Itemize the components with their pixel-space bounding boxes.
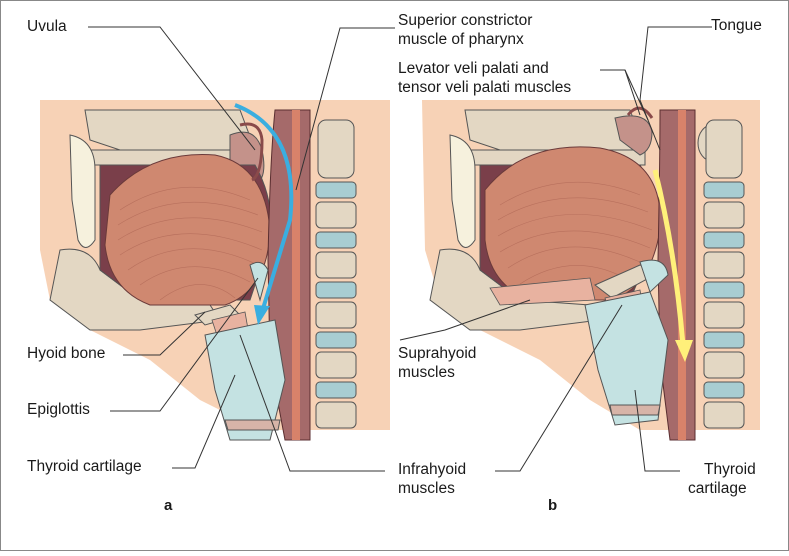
panel-letter-a: a [164,497,172,514]
label-levator-line1: Levator veli palati and [398,60,549,78]
label-epiglottis: Epiglottis [27,401,90,419]
label-hyoid-bone: Hyoid bone [27,345,105,363]
label-tongue: Tongue [711,17,762,35]
label-thyroid-b-line1: Thyroid [704,461,756,479]
label-uvula: Uvula [27,18,67,36]
panel-letter-b: b [548,497,557,514]
label-superior-constrictor-line2: muscle of pharynx [398,31,524,49]
label-levator-line2: tensor veli palati muscles [398,79,571,97]
label-superior-constrictor-line1: Superior constrictor [398,12,532,30]
label-suprahyoid-line2: muscles [398,364,455,382]
label-thyroid-b-line2: cartilage [688,480,747,498]
label-infrahyoid-line2: muscles [398,480,455,498]
label-infrahyoid-line1: Infrahyoid [398,461,466,479]
label-suprahyoid-line1: Suprahyoid [398,345,476,363]
label-thyroid-cartilage-a: Thyroid cartilage [27,458,142,476]
